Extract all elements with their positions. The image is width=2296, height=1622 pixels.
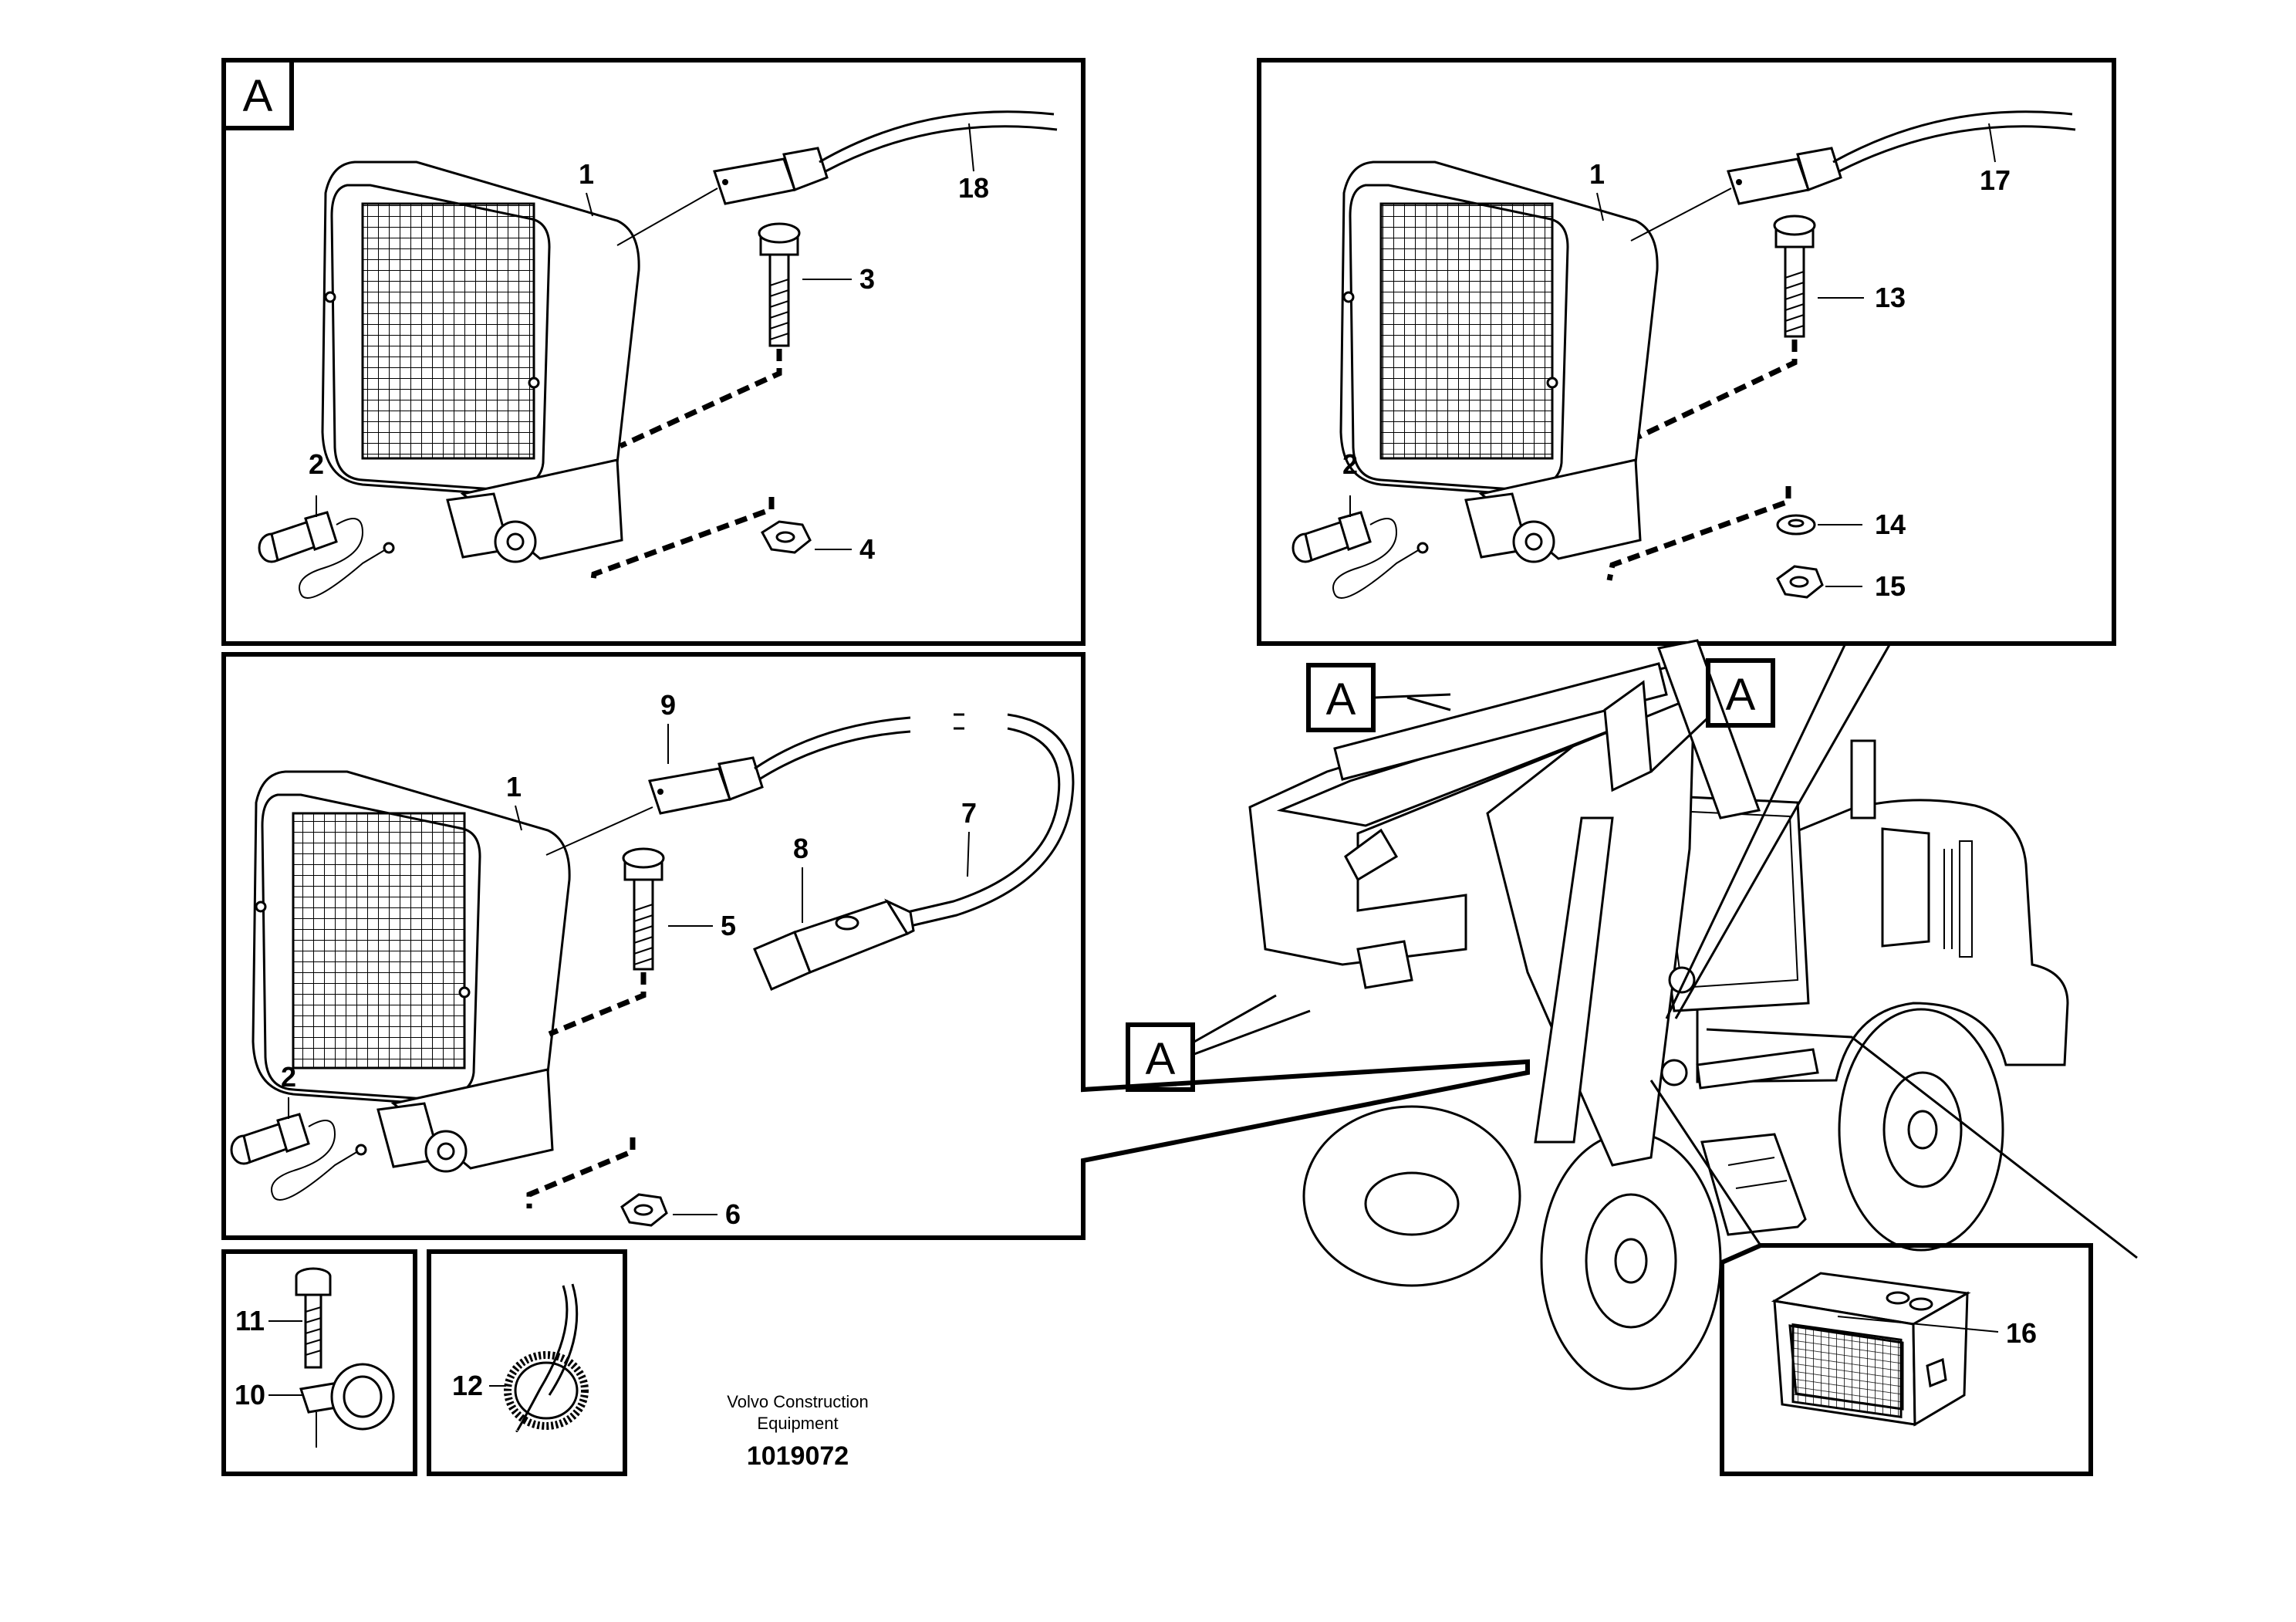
callout-cable: 18 [958,172,989,204]
wheel-loader-illustration [1248,639,2138,1391]
panel-view-a-left: A [221,58,1086,646]
panel-cab-light-detail: 16 [1720,1243,2093,1476]
view-tag-box [221,58,294,130]
harness-plug [545,713,1075,928]
view-tag: A [243,71,273,121]
bulb [230,1097,367,1201]
drawing-number: 1019072 [747,1441,849,1471]
callout-washer: 14 [1875,509,1906,540]
nut [761,520,852,554]
callout-lamp: 1 [1589,158,1605,190]
callout-clip-screw: 11 [235,1305,265,1336]
nut [620,1193,718,1227]
callout-harness: 7 [961,797,977,829]
callout-cable: 17 [1980,164,2011,196]
panel-clamp-detail: 11 10 [221,1249,417,1476]
connector-8 [753,898,915,991]
company-line-1: Volvo Construction [727,1392,868,1411]
screw [758,222,852,347]
callout-nut: 15 [1875,570,1906,602]
company-line-2: Equipment [757,1414,838,1433]
callout-tag-a-bucket: A [1126,994,1311,1092]
screw [622,847,713,971]
machine-tag: A [1146,1034,1176,1084]
callout-bulb: 2 [1342,448,1358,480]
callout-screw: 5 [721,910,736,941]
cable-connector [1630,110,2076,242]
work-lamp [321,161,640,563]
callout-tag-a-top-left: A [1306,663,1451,732]
cable-connector [616,110,1058,246]
bulb [1292,495,1429,599]
work-lamp [252,770,571,1173]
panel-cable-tie-detail: 12 [427,1249,627,1476]
work-lamp [1339,161,1659,563]
screw [1773,215,1864,338]
callout-connector: 8 [793,833,809,864]
callout-lamp: 1 [579,158,594,190]
panel-view-a-right: 1 2 13 14 15 17 [1257,58,2116,646]
callout-lamp: 1 [506,771,522,803]
callout-bulb: 2 [281,1061,296,1093]
callout-cab-light: 16 [2006,1317,2037,1349]
callout-cable-tie: 12 [452,1370,483,1401]
callout-bulb: 2 [309,448,324,480]
callout-screw: 13 [1875,282,1906,313]
machine-tag: A [1726,670,1756,720]
bulb [258,495,395,599]
callout-plug: 9 [660,689,676,721]
callout-nut: 6 [725,1198,741,1230]
drawing-footer: Volvo Construction Equipment 1019072 [727,1392,868,1471]
callout-screw: 3 [859,263,875,295]
callout-clamp: 10 [235,1379,265,1411]
nut [1776,565,1862,599]
washer [1776,514,1862,536]
callout-nut: 4 [859,533,875,565]
machine-tag: A [1326,674,1356,725]
callout-tag-a-top-right: A [1649,643,1892,1019]
panel-middle-view: 1 2 5 6 7 8 9 [221,652,1530,1240]
